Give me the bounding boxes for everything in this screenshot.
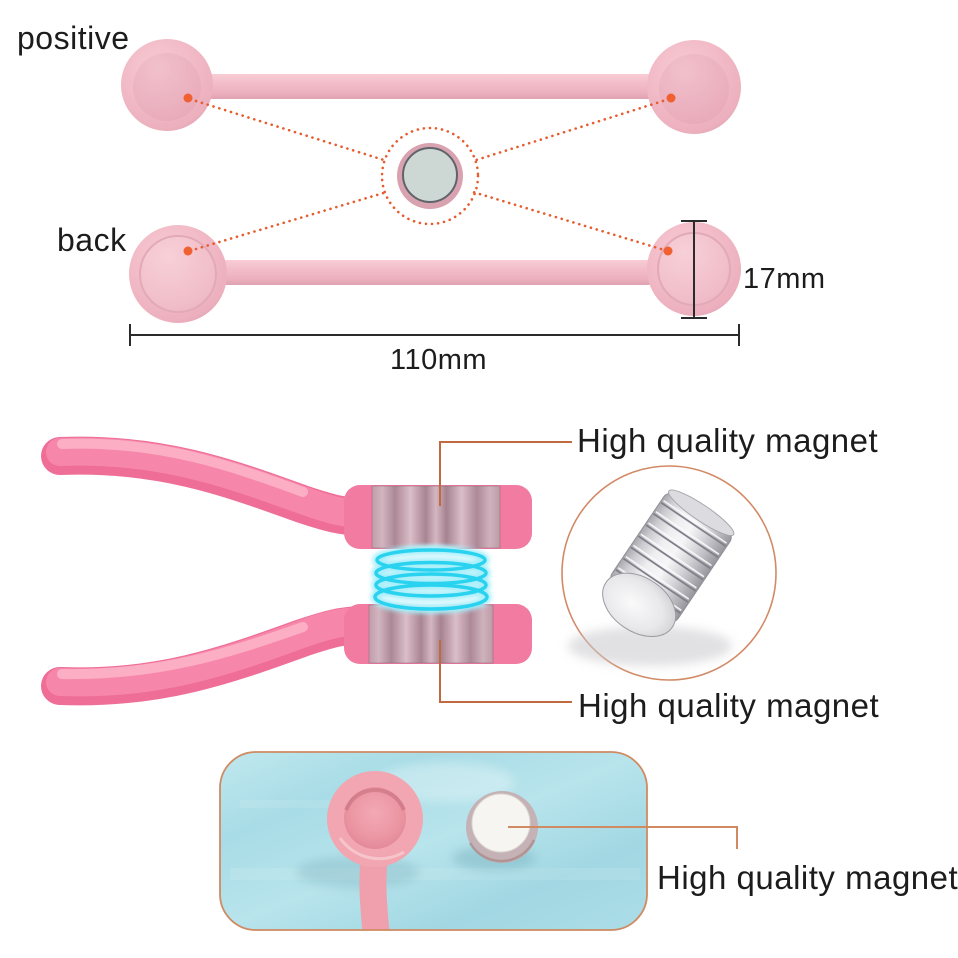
label-positive: positive: [17, 20, 130, 56]
anchor-dot: [666, 93, 676, 103]
magnet-disc-face: [471, 793, 531, 853]
dimension-17mm: [681, 220, 707, 319]
strap-front-view: [121, 39, 741, 134]
magnet-disc-top: [402, 147, 458, 203]
label-back: back: [57, 222, 127, 258]
magnet-disc: [466, 791, 538, 863]
label-photo-magnet: High quality magnet: [657, 859, 958, 896]
magnetic-field-coils: [370, 545, 492, 614]
callout-line-top-magnet: [439, 441, 572, 506]
label-17mm: 17mm: [743, 263, 826, 295]
strap-back-left-pad: [129, 225, 227, 323]
callout-line-photo-magnet: [508, 826, 738, 849]
dimension-110mm: [129, 324, 740, 346]
product-photo: [219, 751, 648, 931]
anchor-dot: [183, 246, 193, 256]
top-arm: [41, 436, 532, 549]
anchor-dot: [663, 246, 673, 256]
silicone-loop: [327, 771, 423, 930]
magnet-stack-front-face: [602, 572, 677, 637]
top-magnet-band: [371, 485, 501, 549]
loop-stem: [359, 856, 390, 930]
strap-back-view: [129, 222, 741, 323]
strap-front-left-pad: [121, 39, 213, 131]
label-top-magnet: High quality magnet: [577, 422, 879, 459]
dotted-guides: [194, 99, 665, 251]
strap-front-right-pad: [647, 40, 741, 134]
label-110mm: 110mm: [390, 344, 488, 376]
strap-front-bar: [200, 74, 660, 99]
bottom-magnet-band: [368, 604, 494, 664]
callout-line-bottom-magnet: [439, 640, 572, 703]
magnet-callout: [183, 93, 676, 256]
label-bottom-magnet: High quality magnet: [578, 687, 880, 724]
photo-border: [219, 751, 648, 931]
anchor-dot: [183, 93, 193, 103]
bottom-arm: [41, 604, 532, 706]
dotted-circle: [380, 126, 480, 226]
neckband-open-view: [41, 436, 532, 706]
magnet-disc-stack: [602, 489, 735, 637]
magnet-stack-inset: [561, 465, 777, 681]
strap-back-bar: [205, 260, 660, 285]
loop-hole: [344, 787, 406, 849]
